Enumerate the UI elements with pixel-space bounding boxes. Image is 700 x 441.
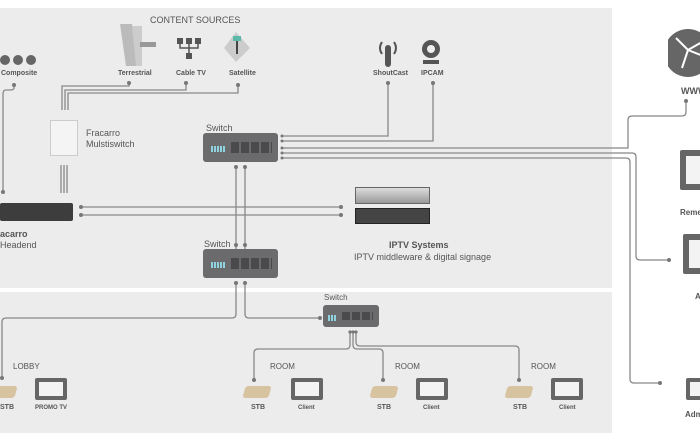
wire-composite <box>2 85 15 192</box>
wire-a <box>282 152 669 261</box>
room-3-client-label: Client <box>559 405 576 411</box>
satellite-dish-icon <box>224 32 250 62</box>
admin-label: Adm <box>685 410 700 419</box>
room-3-stb-icon <box>504 386 534 398</box>
room-3-title: ROOM <box>531 362 556 371</box>
wire-www <box>282 103 687 149</box>
lobby-stb-label: STB <box>0 404 14 411</box>
wire-room2 <box>352 332 384 380</box>
wire-switch3 <box>244 283 320 319</box>
wire-satellite <box>67 85 239 110</box>
room-2-client-icon <box>416 378 448 400</box>
wire-multiswitch-headend <box>60 165 68 193</box>
room-1-client-label: Client <box>298 405 315 411</box>
room-1-stb-icon <box>242 386 272 398</box>
wire-ipcam <box>282 83 434 142</box>
composite-connectors-icon <box>0 55 36 65</box>
switch-2 <box>203 249 278 278</box>
wire-terrestrial <box>61 83 130 110</box>
content-sources-title: CONTENT SOURCES <box>150 15 241 25</box>
switch-2-label: Switch <box>204 239 231 249</box>
multiswitch-label-1: Fracarro <box>86 128 121 138</box>
globe-icon <box>668 29 700 77</box>
room-2-title: ROOM <box>395 362 420 371</box>
lobby-promo-tv-icon <box>35 378 67 400</box>
iptv-title: IPTV Systems <box>389 240 449 250</box>
room-2-stb-icon <box>369 386 399 398</box>
room-3-client-icon <box>551 378 583 400</box>
iptv-server <box>355 187 430 225</box>
terrestrial-label: Terrestrial <box>118 70 152 77</box>
wire-lobby <box>1 283 237 378</box>
shoutcast-label: ShoutCast <box>373 70 408 77</box>
lobby-title: LOBBY <box>13 362 40 371</box>
wire-headend-iptv <box>80 206 341 216</box>
a-label: A <box>695 292 700 301</box>
remote-monitor-icon <box>680 150 700 190</box>
a-monitor-icon <box>683 234 700 274</box>
wire-room1 <box>253 332 351 380</box>
ipcam-icon <box>422 40 440 64</box>
cable-tv-icon <box>177 38 201 59</box>
headend-label-2: Headend <box>0 240 37 250</box>
ipcam-label: IPCAM <box>421 70 444 77</box>
admin-monitor-icon <box>686 378 700 400</box>
multiswitch-device <box>50 120 78 156</box>
headend-label-1: acarro <box>0 229 28 239</box>
cable-tv-label: Cable TV <box>176 70 206 77</box>
terrestrial-antenna-icon <box>120 24 156 66</box>
room-3-stb-label: STB <box>513 404 527 411</box>
wire-room3 <box>355 332 520 380</box>
remote-label: Reme <box>680 208 700 217</box>
room-2-client-label: Client <box>423 405 440 411</box>
www-label: WWW <box>681 86 700 96</box>
switch-3-label: Switch <box>324 293 348 302</box>
switch-1-label: Switch <box>206 123 233 133</box>
room-1-title: ROOM <box>270 362 295 371</box>
wire-shoutcast <box>282 83 389 137</box>
iptv-subtitle: IPTV middleware & digital signage <box>354 252 492 262</box>
wire-cabletv <box>64 83 187 110</box>
room-1-client-icon <box>291 378 323 400</box>
wire-switch1-switch2 <box>235 165 246 249</box>
shoutcast-icon <box>379 41 397 67</box>
switch-3 <box>323 305 379 327</box>
multiswitch-label-2: Mulstiswitch <box>86 139 135 149</box>
satellite-label: Satellite <box>229 70 256 77</box>
wire-admin <box>282 157 660 384</box>
network-panel-bottom <box>0 292 612 433</box>
room-1-stb-label: STB <box>251 404 265 411</box>
headend-device <box>0 203 73 221</box>
composite-label: Composite <box>1 70 38 77</box>
switch-1 <box>203 133 278 162</box>
lobby-tv-label: PROMO TV <box>35 405 68 411</box>
room-2-stb-label: STB <box>377 404 391 411</box>
